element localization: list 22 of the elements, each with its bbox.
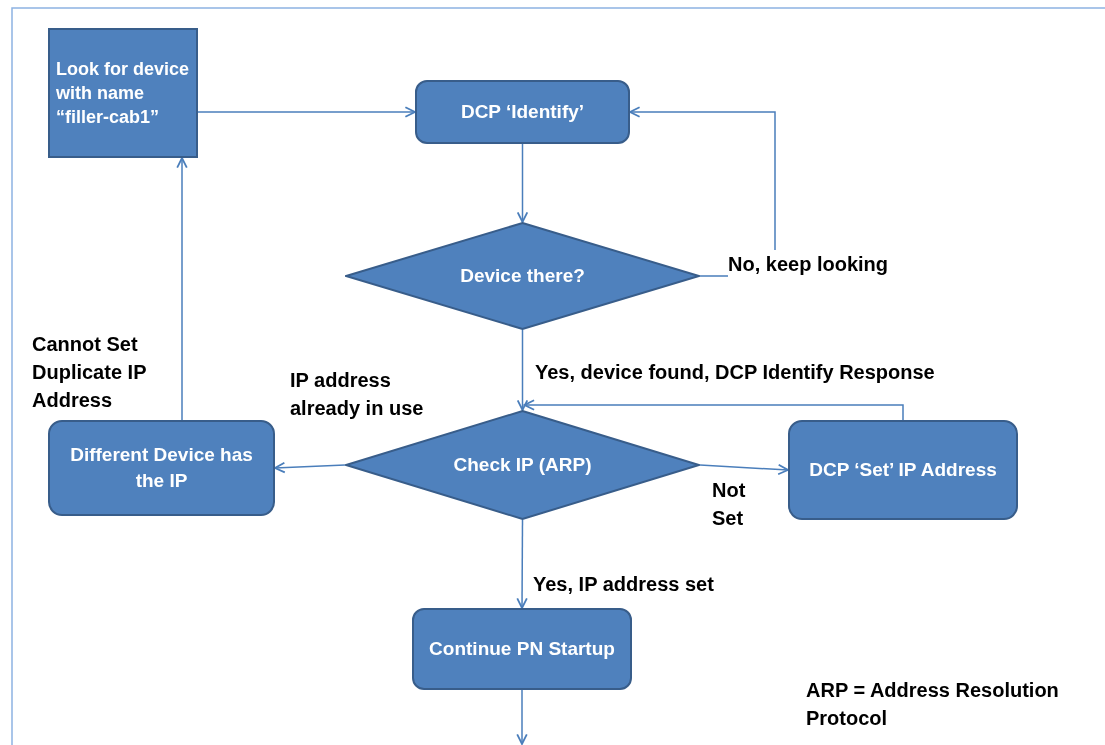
node-text: Check IP (ARP) [452, 453, 593, 478]
process-box [48, 420, 275, 516]
node-text: Device there? [459, 264, 586, 289]
process-box [412, 608, 632, 690]
process-box [415, 80, 630, 144]
arrow [197, 106, 416, 118]
node-text: DCP ‘Set’ IP Address [808, 458, 998, 483]
arrow [516, 689, 528, 745]
process-box [48, 28, 198, 158]
process-box [788, 420, 1018, 520]
arrow [274, 461, 346, 474]
node-text: Continue PN Startup [428, 637, 616, 662]
arrow [176, 157, 188, 421]
arrow [516, 519, 528, 609]
arrow [523, 399, 904, 421]
decision-diamond [345, 222, 700, 330]
node-text: Look for device with name “filler-cab1” [55, 57, 191, 130]
node-text: Different Device has the IP [69, 443, 254, 493]
arrow [699, 463, 789, 476]
node-text: DCP ‘Identify’ [459, 100, 586, 125]
arrow [516, 329, 529, 411]
arrow [516, 143, 529, 223]
